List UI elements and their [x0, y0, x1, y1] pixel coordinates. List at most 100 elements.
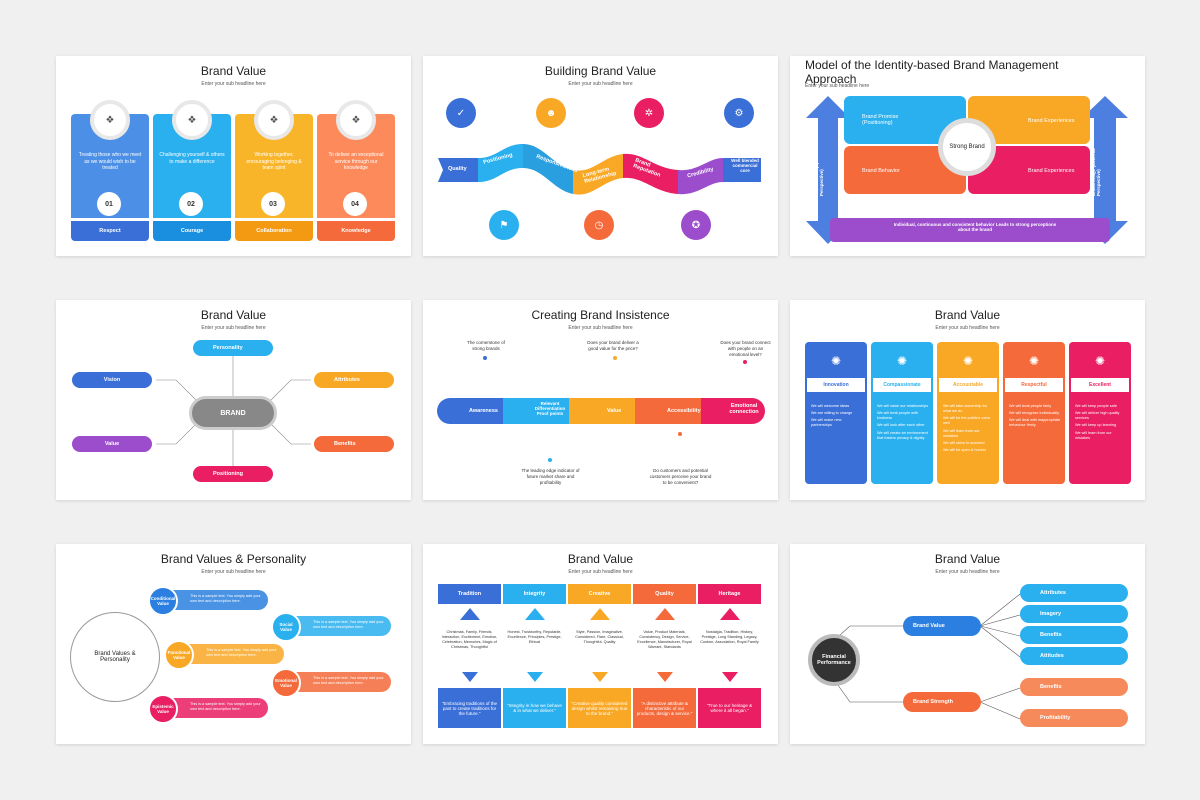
up-arrow-icon	[720, 608, 740, 620]
slide-title: Brand Value	[567, 552, 634, 566]
list-item: We will treat people with kindness	[877, 411, 918, 421]
credibility-icon: ✪	[681, 210, 711, 240]
slide-title: Brand Values & Personality	[160, 552, 307, 566]
down-arrow-icon	[657, 672, 673, 682]
marker-dot	[548, 458, 552, 462]
column-header: Creative	[568, 584, 631, 604]
node-vision: Vision	[72, 372, 152, 388]
column-header: Excellent	[1071, 378, 1129, 392]
column-label: Creative	[588, 591, 611, 597]
list-item: We will deliver high quality services	[1075, 411, 1120, 421]
up-arrow-icon	[590, 608, 610, 620]
slide-values-personality[interactable]: Brand Values & Personality Enter your su…	[56, 544, 411, 744]
card-number: 02	[179, 192, 203, 216]
card-icon: ❖	[254, 100, 294, 140]
note-top: Does your brand connect with people on a…	[720, 340, 771, 357]
card-label: Knowledge	[341, 228, 371, 234]
center-circle: Brand Values & Personality	[70, 612, 160, 702]
note-top: Does your brand deliver a good value for…	[587, 340, 639, 351]
branch-brand-strength: Brand Strength	[903, 692, 981, 712]
list-item: We will value our relationships	[877, 404, 929, 408]
value-badge: Social Value	[271, 612, 301, 642]
node-value: Value	[72, 436, 152, 452]
slide-title: Brand Value	[200, 64, 267, 78]
list-item: We will take ownership for what we do	[943, 404, 988, 414]
column-header: Quality	[633, 584, 696, 604]
list-item: We will be open & honest	[943, 447, 986, 452]
card-number: 04	[343, 192, 367, 216]
leaf-node: Benefits	[1020, 626, 1128, 644]
column-icon: ✺	[1094, 354, 1106, 368]
brand-hub: BRAND	[189, 396, 277, 430]
leaf-node: Imagery	[1020, 605, 1128, 623]
quote-box: "Integrity in how we behave & in what we…	[503, 688, 566, 728]
sample-text: This is a sample text. You simply add yo…	[190, 594, 261, 603]
sample-text: This is a sample text. You simply add yo…	[313, 620, 384, 629]
column-label: Heritage	[718, 591, 741, 597]
slide-financial-tree[interactable]: Brand Value Enter your sub headline here…	[790, 544, 1145, 744]
relationship-icon: ◷	[584, 210, 614, 240]
column-label: Quality	[655, 591, 674, 597]
slide-subtitle: Enter your sub headline here	[935, 569, 1000, 575]
slide-brand-value-cards[interactable]: Brand Value Enter your sub headline here…	[56, 56, 411, 256]
slide-brand-value-table[interactable]: Brand Value Enter your sub headline here…	[423, 544, 778, 744]
slide-identity-model[interactable]: Model of the Identity-based Brand Manage…	[790, 56, 1145, 256]
slide-title: Creating Brand Insistence	[531, 308, 670, 322]
slide-title: Brand Value	[934, 552, 1001, 566]
slide-building-brand-value[interactable]: Building Brand Value Enter your sub head…	[423, 56, 778, 256]
slide-title: Brand Value	[934, 308, 1001, 322]
arrows-frame	[806, 96, 1128, 244]
column-label: Integrity	[523, 591, 546, 597]
column-body: Honest, Trustworthy, Reputable, Excellen…	[507, 630, 562, 644]
branch-brand-value: Brand Value	[903, 616, 981, 636]
column-label: Tradition	[457, 591, 482, 597]
value-badge: Functional Value	[164, 640, 194, 670]
up-arrow-icon	[525, 608, 545, 620]
text-bar: This is a sample text. You simply add yo…	[291, 616, 391, 636]
card-label-bar: Knowledge	[317, 221, 395, 241]
list-item: We will look after each other	[877, 423, 925, 428]
card-label: Courage	[180, 228, 204, 234]
node-personality: Personality	[193, 340, 273, 356]
up-arrow-icon	[460, 608, 480, 620]
card-icon: ❖	[172, 100, 212, 140]
slide-title: Brand Value	[200, 308, 267, 322]
column-header: Compassionate	[873, 378, 931, 392]
column-body: Style, Passion, Imaginative, Considered,…	[575, 630, 624, 644]
value-column: ✺ Compassionate We will value our relation…	[871, 342, 933, 484]
strong-brand-circle: Strong Brand	[938, 118, 996, 176]
slide-brand-value-columns[interactable]: Brand Value Enter your sub headline here…	[790, 300, 1145, 500]
wave-ribbon	[438, 144, 761, 195]
leaf-node: Benefits	[1020, 678, 1128, 696]
list-item: We will learn from our mistakes	[1075, 430, 1112, 440]
slide-brand-value-hub[interactable]: Brand Value Enter your sub headline here…	[56, 300, 411, 500]
step-accessibility: Accessibility	[635, 398, 701, 424]
marker-dot	[483, 356, 487, 360]
reputation-icon: ✲	[634, 98, 664, 128]
quote-box: "Embracing traditions of the past to cre…	[438, 688, 501, 728]
card-label: Collaboration	[256, 228, 292, 234]
note-bottom: The leading edge indicator of future mar…	[521, 468, 580, 485]
text-bar: This is a sample text. You simply add yo…	[184, 644, 284, 664]
slide-subtitle: Enter your sub headline here	[805, 83, 870, 89]
list-item: We will create an environment that foste…	[877, 430, 928, 440]
positioning-icon: ⚑	[489, 210, 519, 240]
note-top: The cornerstone of strong brands	[467, 340, 505, 351]
quote-box: "Creative quality considered design whil…	[568, 688, 631, 728]
column-icon: ✺	[896, 354, 908, 368]
list-item: We are willing to change	[811, 411, 853, 416]
leaf-label: Benefits	[1040, 632, 1062, 638]
leaf-label: Attributes	[1040, 590, 1066, 596]
card-text: Challenging yourself & others to make a …	[159, 152, 225, 165]
column-body: Nostalgia, Tradition, History, Prestige,…	[700, 630, 759, 644]
card-text: Working together, encouraging belonging …	[246, 152, 302, 171]
column-header: Heritage	[698, 584, 761, 604]
bottom-bar-text: Individual, continuous and consistent be…	[893, 222, 1057, 232]
slide-brand-insistence[interactable]: Creating Brand Insistence Enter your sub…	[423, 300, 778, 500]
marker-dot	[678, 432, 682, 436]
column-list: We will take ownership for what we do We …	[943, 404, 995, 455]
